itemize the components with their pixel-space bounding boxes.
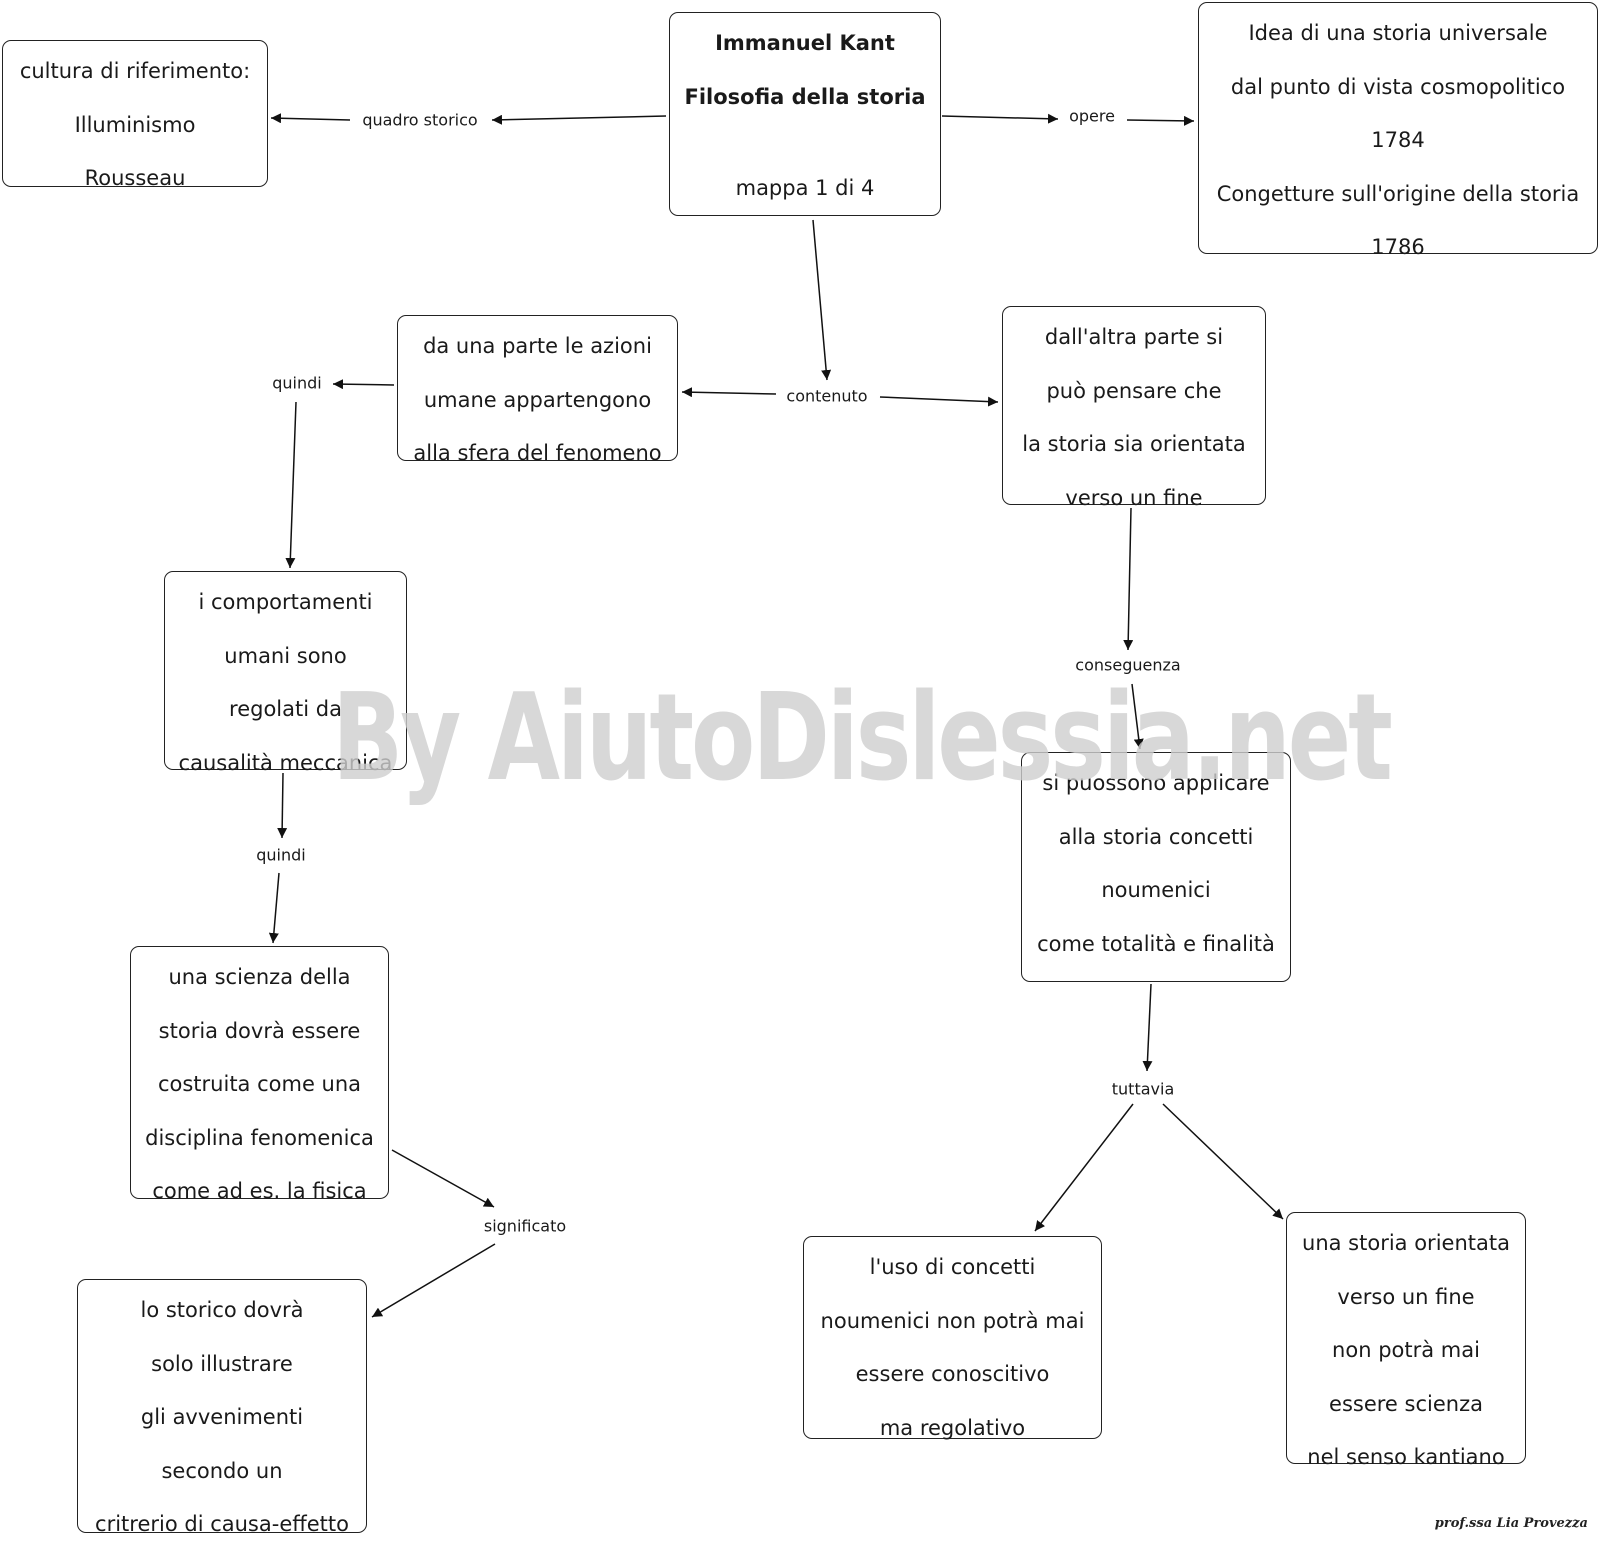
node-line: cultura di riferimento:	[19, 59, 251, 83]
node-storico[interactable]: lo storico dovrà solo illustrare gli avv…	[77, 1279, 367, 1536]
node-line: verso un fine	[1065, 485, 1203, 510]
node-cultura[interactable]: cultura di riferimento: Illuminismo Rous…	[2, 40, 268, 190]
node-uso[interactable]: l'uso di concetti noumenici non potrà ma…	[803, 1236, 1102, 1440]
edge-altra-to-conseguenza	[1123, 507, 1134, 651]
label-quadro-storico: quadro storico	[359, 110, 481, 130]
node-line: una storia orientata	[1302, 1231, 1510, 1255]
node-line: noumenici	[1101, 878, 1211, 902]
node-line: noumenici non potrà mai	[820, 1308, 1085, 1333]
edge-quindi-to-comportamenti	[285, 401, 297, 569]
node-line: dall'altra parte si	[1044, 325, 1224, 349]
edge-conseguenza-to-applicare	[1131, 683, 1144, 750]
node-line: Idea di una storia universale	[1248, 21, 1548, 45]
node-opere[interactable]: Idea di una storia universale dal punto …	[1198, 2, 1598, 259]
edge-tuttavia-to-uso	[1034, 1103, 1134, 1232]
node-line: causalità meccanica	[178, 750, 393, 775]
node-line: come totalità e finalità	[1037, 931, 1275, 956]
edge-main-to-quadro	[491, 114, 667, 125]
node-line: si puossono applicare	[1042, 771, 1270, 795]
edge-azioni-to-quindi	[332, 379, 395, 390]
node-line: gli avvenimenti	[140, 1405, 304, 1429]
node-line: la storia sia orientata	[1022, 432, 1246, 456]
edge-main-to-opere	[941, 113, 1059, 124]
edge-significato-to-storico	[371, 1243, 496, 1318]
node-line: l'uso di concetti	[869, 1255, 1036, 1279]
edge-opere-to-works	[1126, 115, 1195, 126]
node-line: 1786	[1371, 235, 1425, 259]
node-line: Illuminismo	[74, 112, 196, 137]
node-line: Congetture sull'origine della storia	[1216, 181, 1580, 206]
label-tuttavia: tuttavia	[1108, 1079, 1178, 1099]
node-line: Rousseau	[84, 166, 186, 190]
node-line: non potrà mai	[1332, 1338, 1480, 1362]
label-significato: significato	[480, 1216, 570, 1236]
node-line: verso un fine	[1337, 1284, 1475, 1309]
edge-contenuto-to-altra	[879, 396, 999, 407]
edge-quadro-to-cultura	[270, 113, 351, 124]
node-line: può pensare che	[1046, 378, 1222, 403]
node-line: costruita come una	[157, 1072, 362, 1096]
node-scienza[interactable]: una scienza della storia dovrà essere co…	[130, 946, 389, 1203]
node-line: umane appartengono	[423, 387, 652, 412]
node-line: secondo un	[161, 1458, 283, 1483]
edge-tuttavia-to-orientata	[1162, 1103, 1284, 1220]
node-line: disciplina fenomenica	[145, 1125, 374, 1150]
node-applicare[interactable]: si puossono applicare alla storia concet…	[1021, 752, 1291, 982]
node-line: lo storico dovrà	[140, 1298, 304, 1322]
label-quindi-2: quindi	[253, 845, 309, 865]
node-line: nel senso kantiano	[1307, 1445, 1505, 1469]
edge-contenuto-to-azioni	[681, 387, 777, 398]
node-azioni[interactable]: da una parte le azioni umane appartengon…	[397, 315, 678, 465]
label-conseguenza: conseguenza	[1072, 655, 1184, 675]
node-line: solo illustrare	[151, 1351, 293, 1376]
node-line: una scienza della	[168, 965, 351, 989]
node-line: 1784	[1371, 128, 1425, 152]
node-line: come ad es. la fisica	[152, 1179, 367, 1203]
node-line: umani sono	[224, 643, 347, 668]
node-altra-parte[interactable]: dall'altra parte si può pensare che la s…	[1002, 306, 1266, 510]
edge-comportamenti-to-quindi2	[277, 772, 288, 839]
node-line: ma regolativo	[879, 1415, 1026, 1440]
edge-scienza-to-significato	[391, 1149, 495, 1208]
node-line: alla storia concetti	[1058, 824, 1254, 849]
node-line: storia dovrà essere	[158, 1018, 361, 1043]
node-line: da una parte le azioni	[423, 334, 652, 358]
node-orientata[interactable]: una storia orientata verso un fine non p…	[1286, 1212, 1526, 1469]
label-quindi-1: quindi	[269, 373, 325, 393]
node-line: i comportamenti	[198, 590, 373, 614]
label-opere: opere	[1066, 106, 1118, 126]
edge-quindi2-to-scienza	[268, 872, 280, 944]
node-line: dal punto di vista cosmopolitico	[1230, 74, 1566, 99]
edge-main-to-contenuto	[812, 219, 832, 381]
main-map-number: mappa 1 di 4	[735, 175, 875, 200]
node-line: regolati da	[229, 697, 342, 721]
label-contenuto: contenuto	[783, 386, 871, 406]
node-comportamenti[interactable]: i comportamenti umani sono regolati da c…	[164, 571, 407, 775]
node-line: critrerio di causa-effetto	[95, 1512, 349, 1536]
edge-applicare-to-tuttavia	[1142, 983, 1153, 1072]
node-line: alla sfera del fenomeno	[413, 441, 662, 465]
node-line: essere conoscitivo	[855, 1362, 1050, 1386]
node-main-title[interactable]: Immanuel Kant Filosofia della storia map…	[669, 12, 941, 216]
main-title-line: Immanuel Kant	[715, 31, 895, 55]
node-line: essere scienza	[1329, 1391, 1483, 1416]
author-signature: prof.ssa Lia Provezza	[1434, 1516, 1588, 1531]
main-subtitle-line: Filosofia della storia	[684, 84, 926, 109]
